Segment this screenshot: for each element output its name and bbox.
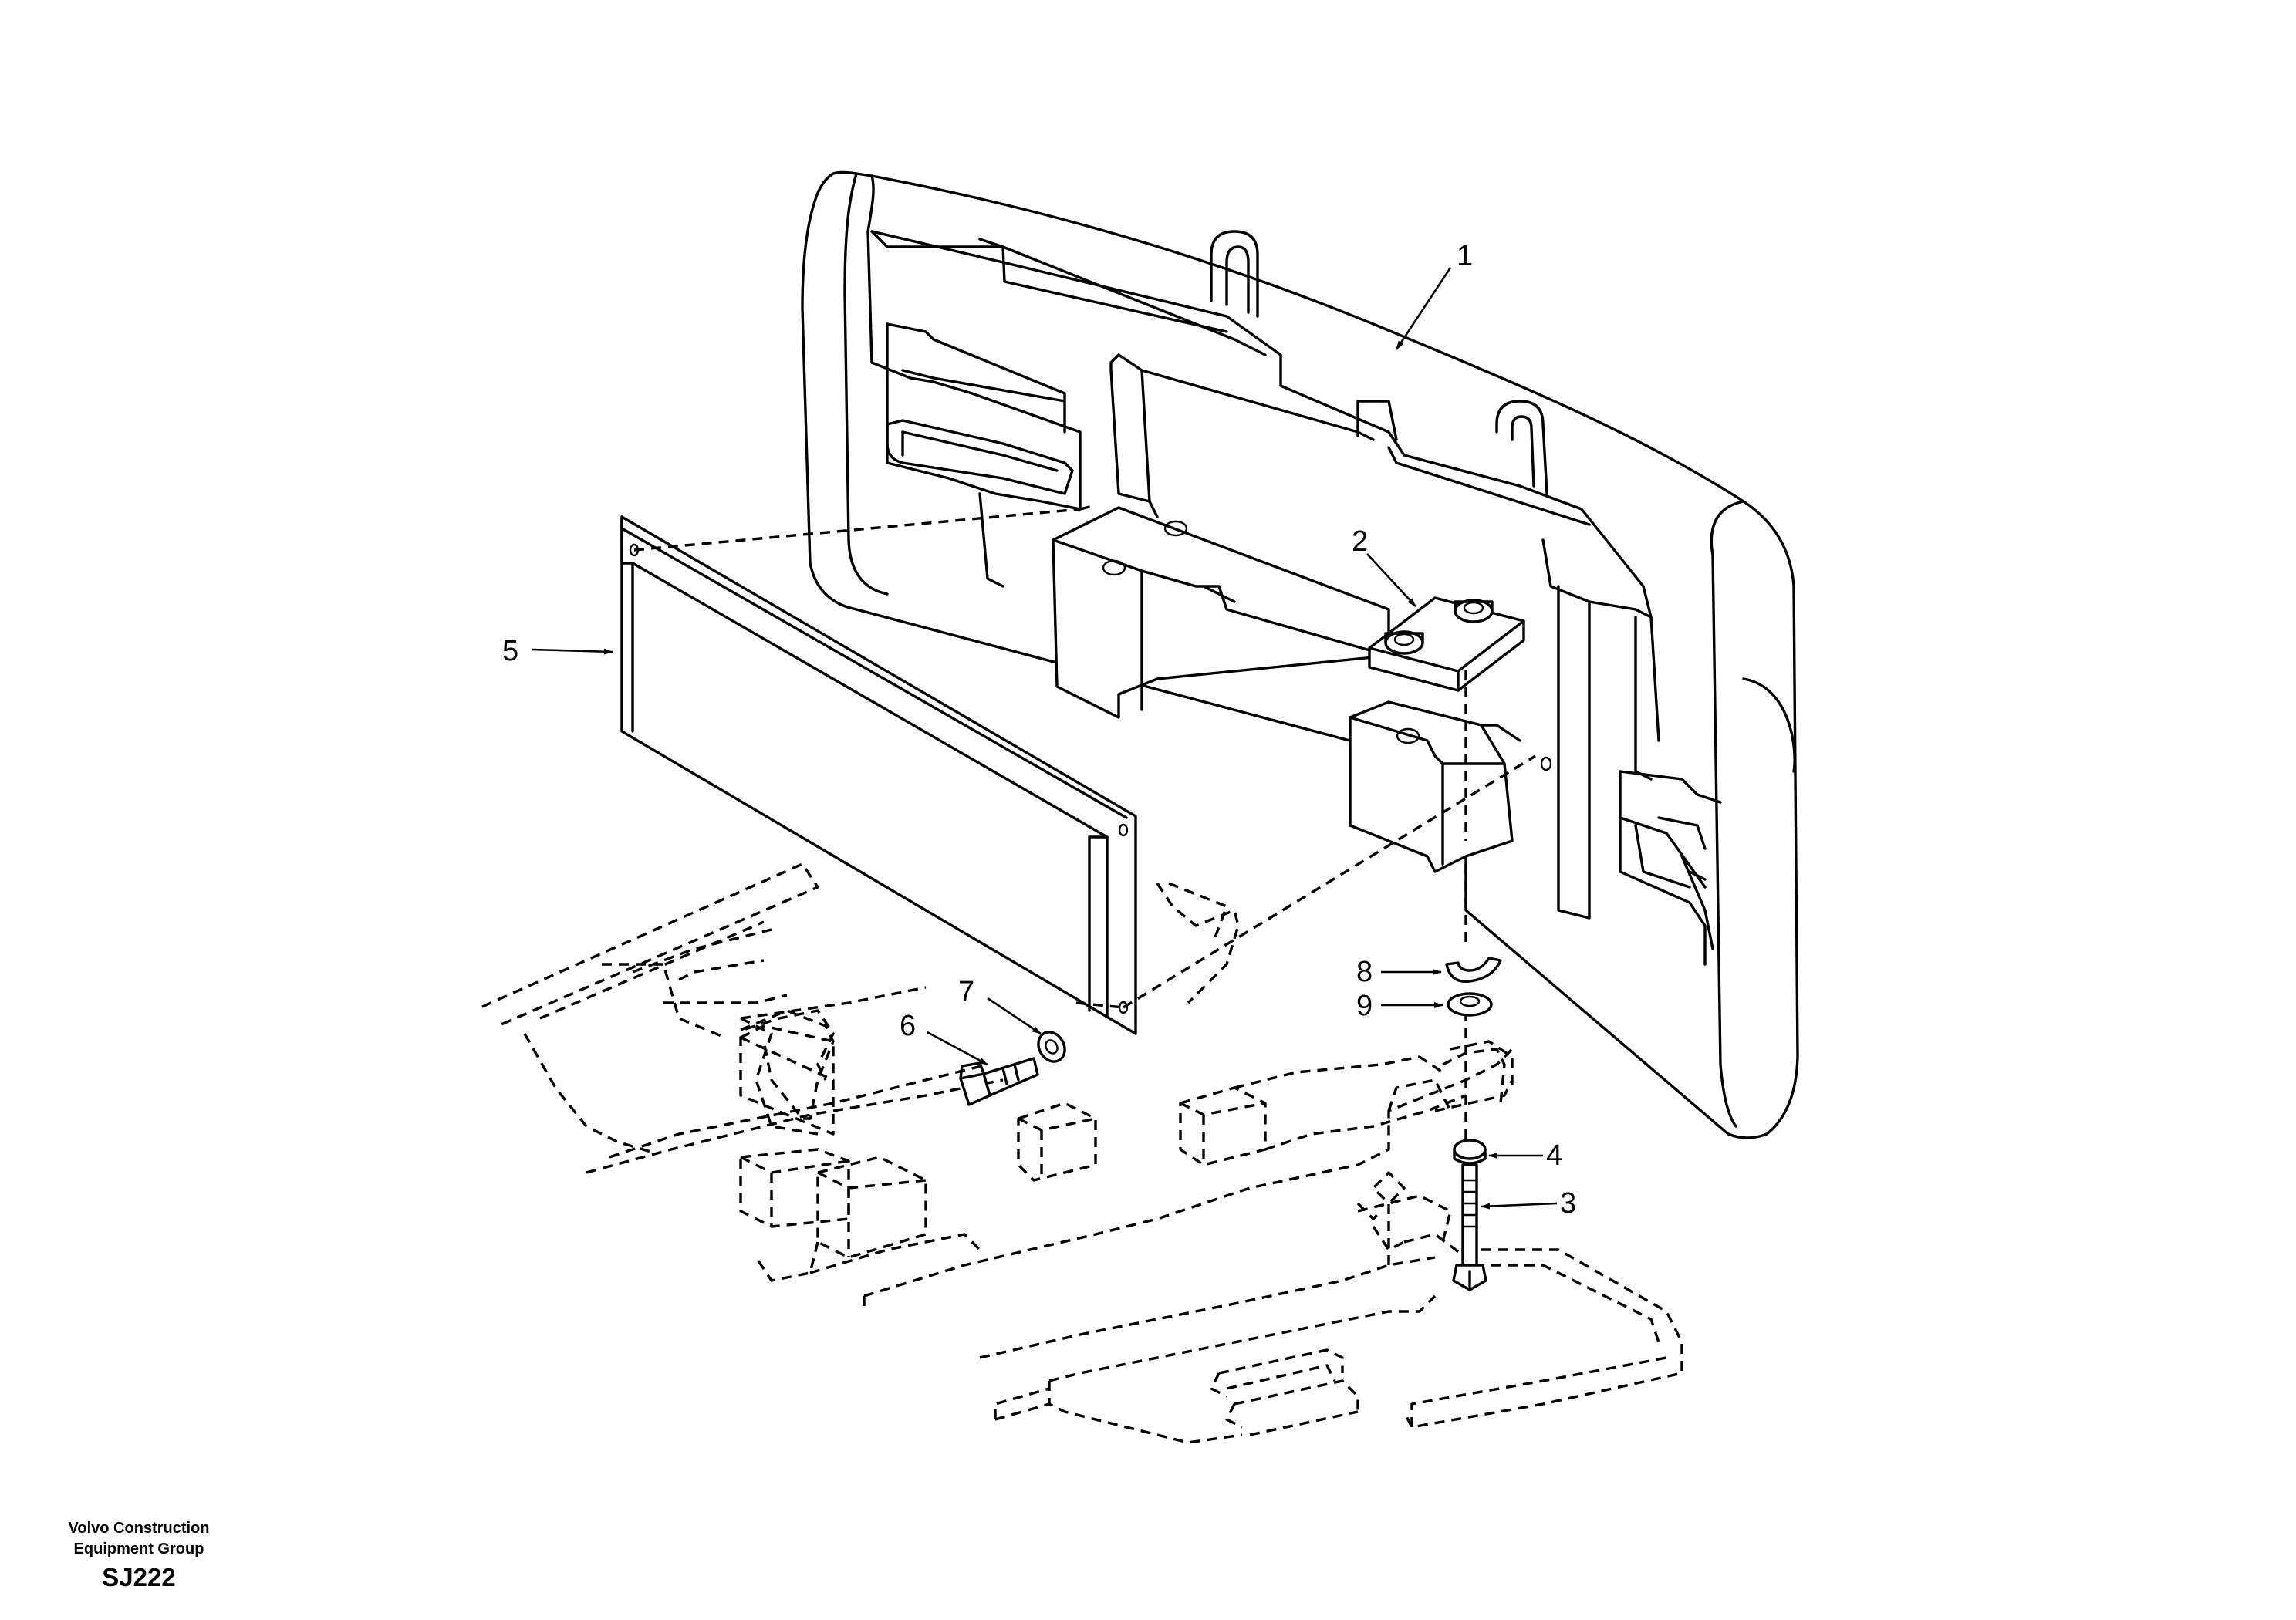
flat-washer-item-9 — [1447, 992, 1493, 1017]
callout-labels: 1 2 3 4 5 6 7 8 9 — [502, 240, 1576, 1220]
leader-3 — [1481, 1202, 1558, 1210]
callout-5: 5 — [502, 635, 518, 667]
company-name-line-2: Equipment Group — [73, 1541, 204, 1558]
company-name: Volvo Construction Equipment Group — [46, 1518, 231, 1560]
spacer-plate-item-2 — [1368, 596, 1525, 692]
cover-panel-item-5 — [620, 515, 1137, 1035]
washer-item-7 — [1037, 1031, 1066, 1063]
callout-leaders — [532, 267, 1558, 1210]
assembly-lines-dashed — [633, 504, 1536, 1142]
leader-2 — [1366, 553, 1416, 607]
callout-3: 3 — [1560, 1187, 1576, 1220]
callout-7: 7 — [958, 976, 974, 1008]
callout-2: 2 — [1352, 525, 1368, 558]
counterweight-item-1 — [801, 170, 1799, 1139]
hex-bolt-item-6 — [959, 1057, 1039, 1106]
leader-5 — [532, 648, 613, 655]
callout-6: 6 — [900, 1010, 916, 1042]
washer-item-4 — [1453, 1139, 1487, 1165]
u-washer-item-8 — [1445, 957, 1502, 984]
callout-8: 8 — [1356, 956, 1373, 988]
company-name-line-1: Volvo Construction — [68, 1520, 210, 1537]
callout-1: 1 — [1457, 240, 1473, 272]
leader-6 — [927, 1031, 988, 1066]
callout-9: 9 — [1356, 990, 1373, 1022]
leader-7 — [987, 997, 1042, 1035]
leader-1 — [1395, 267, 1452, 350]
bolt-item-3 — [1452, 1163, 1487, 1291]
machine-frame-dashed — [481, 862, 1683, 1444]
drawing-code: SJ222 — [102, 1563, 176, 1591]
callout-4: 4 — [1546, 1139, 1562, 1172]
